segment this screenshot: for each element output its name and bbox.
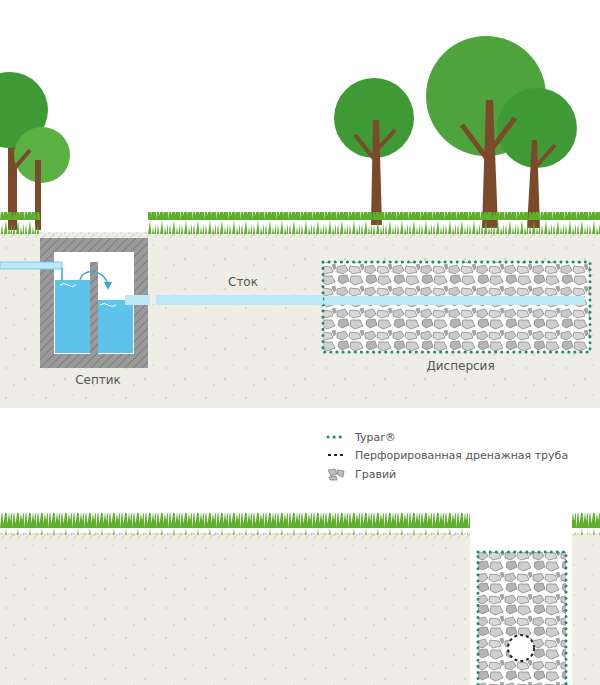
- legend-sample: [325, 448, 347, 462]
- gravel-field: [323, 262, 590, 352]
- drain-pipe: [156, 295, 323, 305]
- soil: [0, 232, 600, 408]
- dispersion-label: Дисперсия: [323, 359, 598, 373]
- tree: [0, 72, 70, 230]
- legend-row: Typar®: [325, 429, 396, 445]
- legend-text: Гравий: [355, 468, 396, 481]
- legend-sample: [325, 430, 347, 444]
- trench-section: [478, 552, 566, 685]
- legend-text: Typar®: [355, 431, 396, 444]
- septic-label: Септик: [40, 373, 156, 387]
- legend-text: Перфорированная дренажная труба: [355, 449, 568, 462]
- legend-row: Перфорированная дренажная труба: [325, 447, 568, 463]
- grass: [572, 513, 600, 535]
- soil: [0, 533, 600, 685]
- grass: [0, 212, 40, 234]
- grass: [0, 513, 470, 535]
- tree: [334, 36, 577, 228]
- legend-sample: [325, 467, 347, 481]
- pipe-label: Сток: [226, 275, 260, 289]
- diagram-node: Дисперсия: [323, 262, 598, 377]
- grass: [148, 212, 600, 234]
- legend-row: Гравий: [325, 466, 396, 482]
- diagram-node: Септик: [40, 238, 156, 390]
